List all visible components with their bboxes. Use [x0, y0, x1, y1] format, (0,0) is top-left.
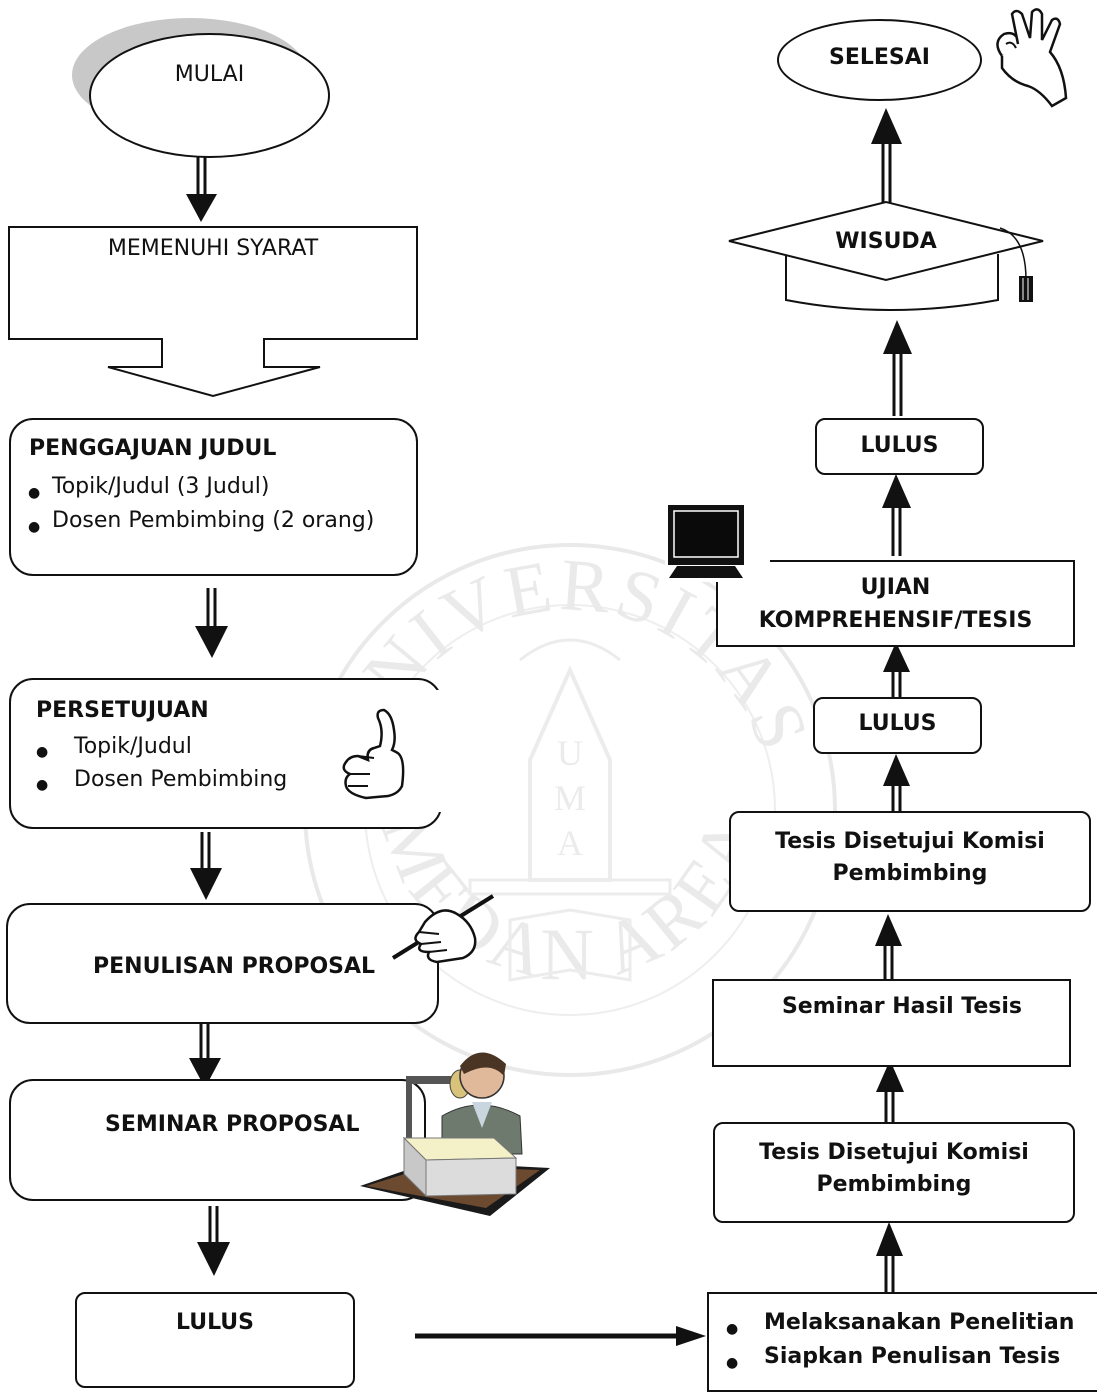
arrow-approved-2-to-pass [883, 754, 910, 812]
list-item: Melaksanakan Penelitian [726, 1306, 1074, 1346]
arrow-pass-to-graduation [883, 320, 912, 416]
pass-right-1-box [813, 697, 982, 754]
thesis-approved-1-box [713, 1122, 1075, 1223]
presenter-icon [360, 1052, 550, 1216]
research-list: Melaksanakan Penelitian Siapkan Penulisa… [726, 1306, 1074, 1380]
pass-right-2-label: LULUS [860, 433, 939, 458]
thesis-seminar-box [712, 979, 1071, 1067]
exam-line2: KOMPREHENSIF/TESIS [758, 608, 1033, 633]
list-item: Topik/Judul (3 Judul) [28, 470, 374, 510]
list-item: Siapkan Penulisan Tesis [726, 1340, 1074, 1380]
finish-label: SELESAI [829, 45, 930, 70]
thesis-approved-1-line1: Tesis Disetujui Komisi [759, 1140, 1029, 1165]
arrow-exam-to-pass [882, 474, 911, 556]
title-submission-heading: PENGGAJUAN JUDUL [29, 436, 277, 461]
pass-left-label: LULUS [175, 1310, 255, 1335]
pass-left-box [75, 1292, 355, 1388]
requirements-label: MEMENUHI SYARAT [107, 236, 319, 261]
arrow-seminar-to-approved-2 [875, 914, 902, 980]
proposal-seminar-box [9, 1079, 426, 1201]
arrow-to-proposal-seminar [189, 1020, 221, 1088]
arrow-to-pass-left [197, 1206, 230, 1276]
arrow-start-to-requirements [186, 152, 217, 222]
proposal-writing-box [6, 903, 439, 1024]
arrow-research-to-approved-1 [876, 1222, 903, 1292]
arrow-approved-1-to-seminar [876, 1060, 904, 1124]
thesis-approved-2-line1: Tesis Disetujui Komisi [775, 829, 1045, 854]
watermark-initial-m: M [554, 778, 586, 818]
title-submission-list: Topik/Judul (3 Judul) Dosen Pembimbing (… [28, 470, 374, 544]
start-label: MULAI [174, 62, 245, 87]
pass-right-2-box [815, 418, 984, 475]
arrow-graduation-to-finish [871, 108, 902, 206]
writing-hand-icon [391, 894, 495, 964]
arrow-to-proposal-writing [190, 832, 222, 900]
thumbs-up-icon [310, 690, 480, 812]
exam-box [716, 560, 1075, 647]
arrow-pass-to-exam [883, 642, 910, 700]
list-item: Dosen Pembimbing [36, 763, 287, 802]
thesis-approved-1-line2: Pembimbing [816, 1172, 972, 1197]
finish-ellipse [777, 19, 982, 101]
approval-list: Topik/Judul Dosen Pembimbing [36, 730, 287, 802]
list-item: Dosen Pembimbing (2 orang) [28, 504, 374, 544]
watermark-initial-a: A [557, 823, 583, 863]
proposal-seminar-label: SEMINAR PROPOSAL [105, 1112, 360, 1137]
graduation-cap-icon [728, 200, 1044, 311]
thesis-approved-2-line2: Pembimbing [832, 861, 988, 886]
approval-heading: PERSETUJUAN [36, 698, 209, 723]
requirements-shape [8, 226, 418, 398]
university-watermark: UNIVERSITAS MEDAN AREA U M A [303, 543, 837, 1077]
start-ellipse [89, 33, 330, 158]
thesis-seminar-label: Seminar Hasil Tesis [781, 994, 1023, 1019]
proposal-writing-label: PENULISAN PROPOSAL [93, 954, 376, 979]
watermark-initial-u: U [557, 733, 583, 773]
arrow-to-approval [195, 588, 228, 658]
thesis-approved-2-box [729, 811, 1091, 912]
ok-hand-icon [996, 8, 1068, 108]
exam-line1: UJIAN [860, 575, 931, 600]
monitor-icon [665, 502, 770, 582]
graduation-label: WISUDA [835, 229, 937, 254]
list-item: Topik/Judul [36, 730, 287, 769]
pass-right-1-label: LULUS [858, 711, 937, 736]
arrow-pass-to-research [415, 1326, 706, 1346]
